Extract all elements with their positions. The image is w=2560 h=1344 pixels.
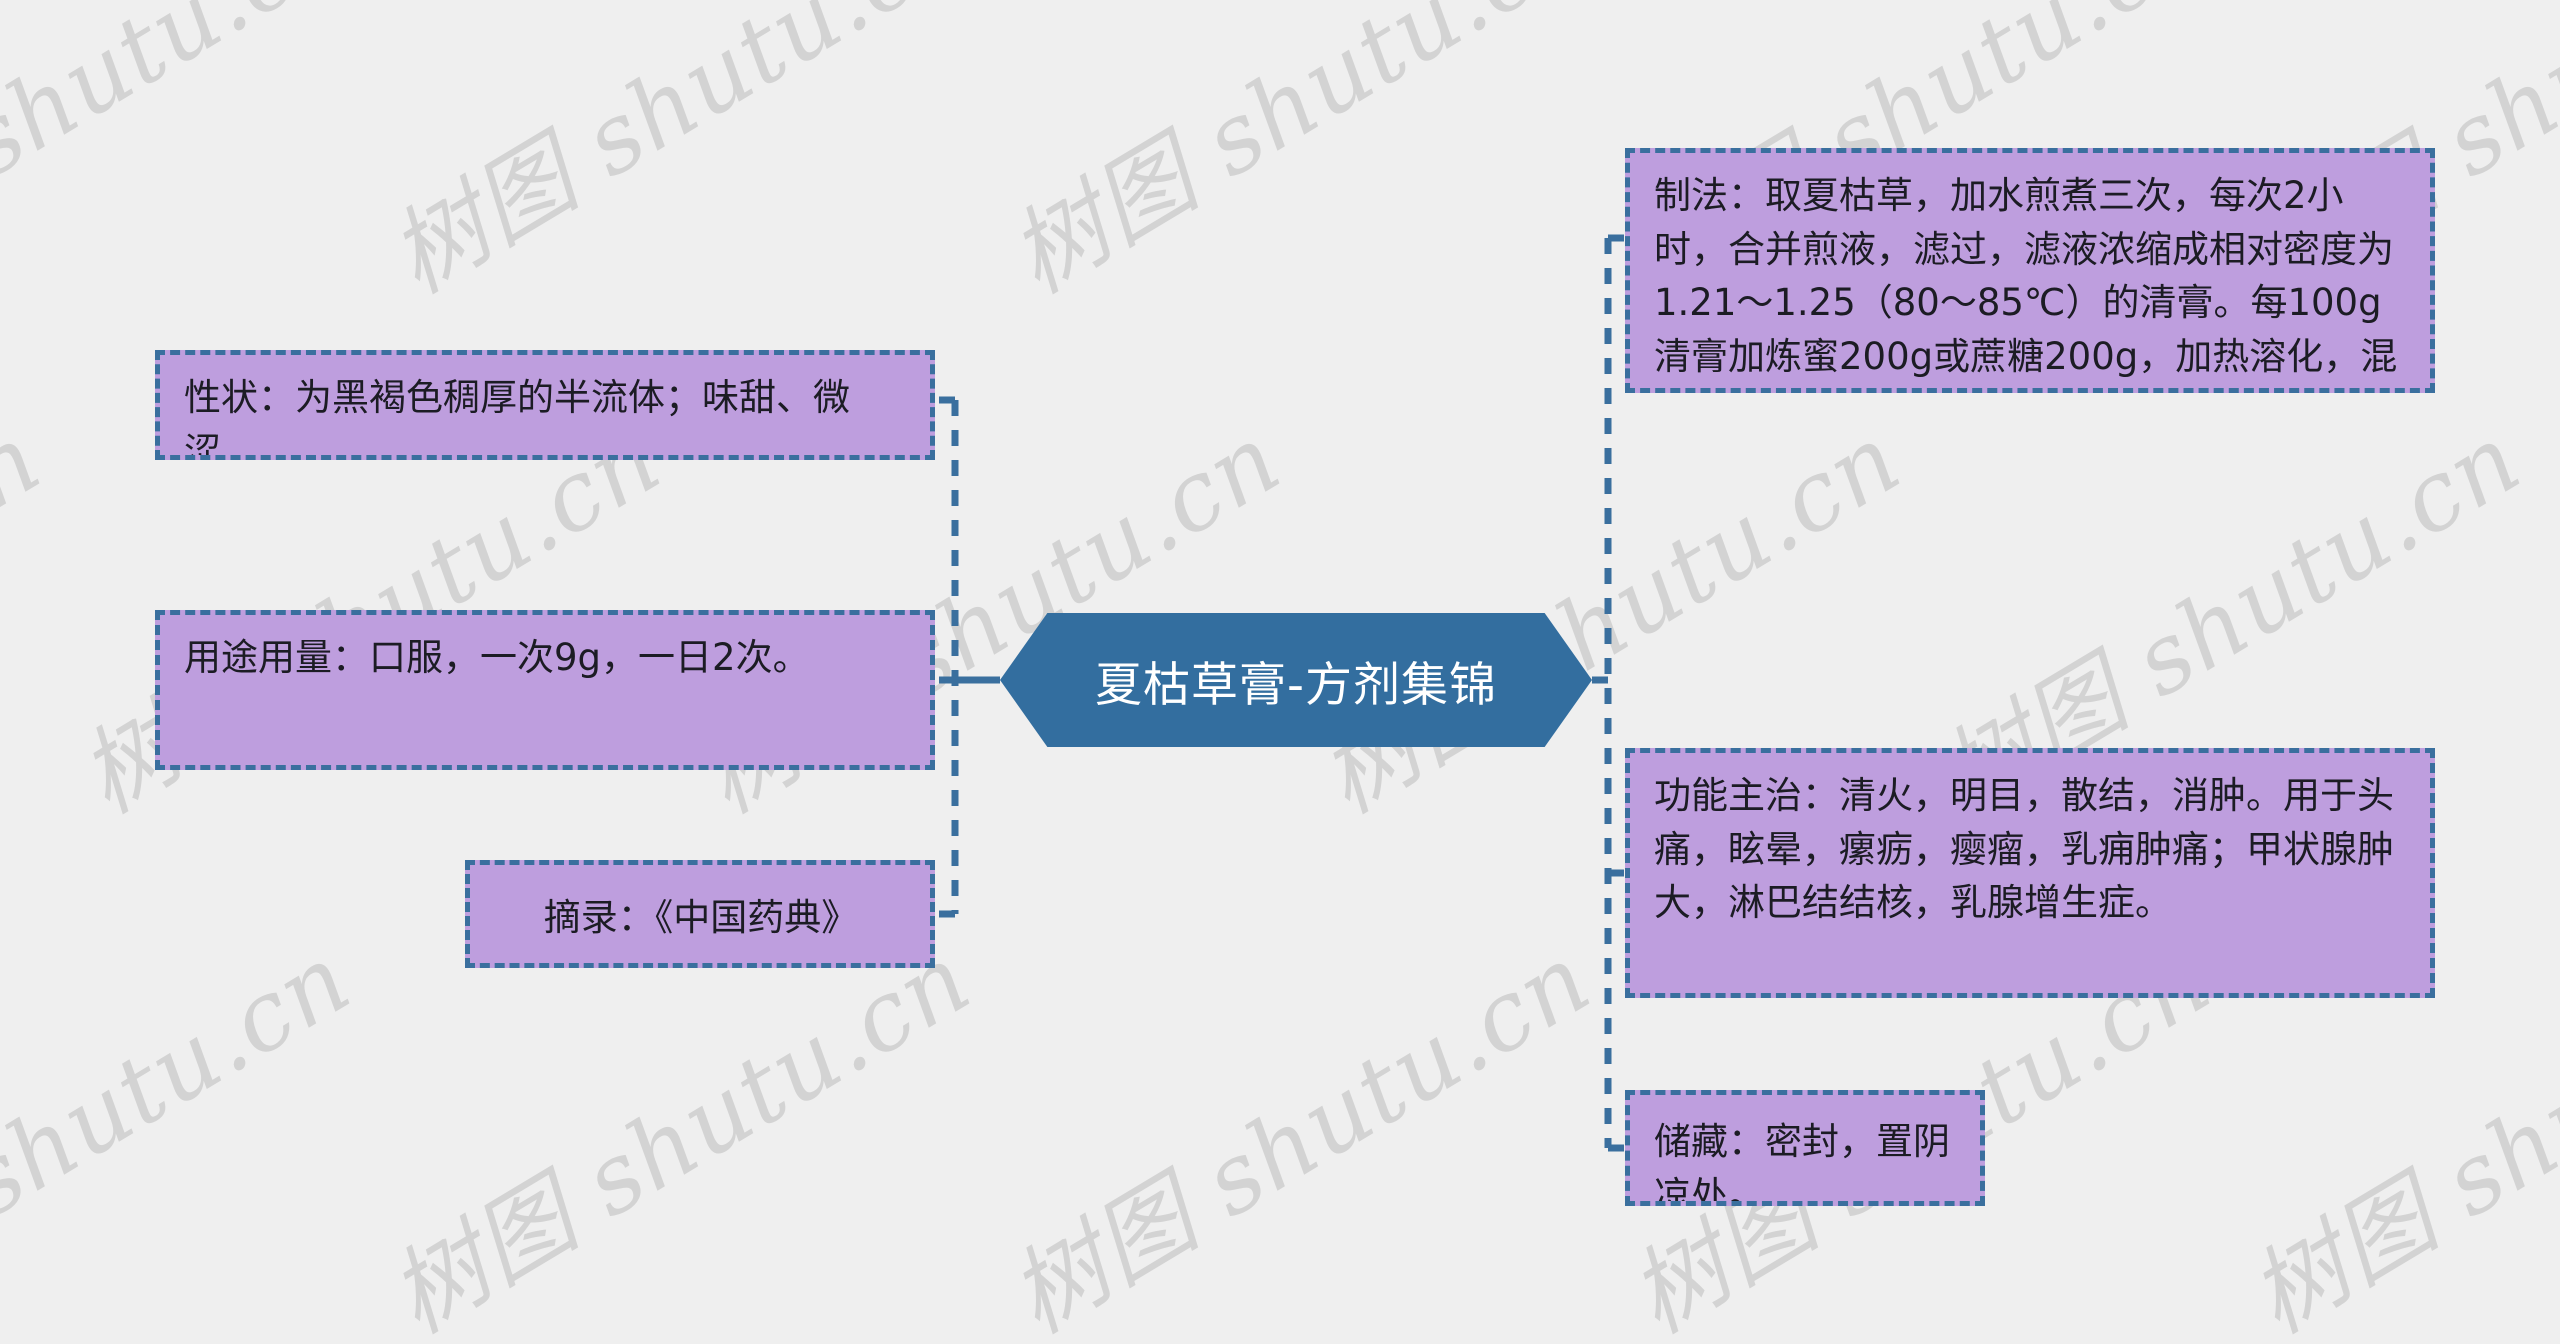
node-zhifa[interactable]: 制法：取夏枯草，加水煎煮三次，每次2小时，合并煎液，滤过，滤液浓缩成相对密度为1… [1625,148,2435,393]
watermark-text: 树图 shutu.cn [371,922,989,1344]
watermark-text: 树图 shutu.cn [991,0,1609,315]
node-yongtu-yongliang[interactable]: 用途用量：口服，一次9g，一日2次。 [155,610,935,770]
watermark-text: 树图 shutu.cn [371,0,989,315]
watermark-text: 树图 shutu.cn [991,922,1609,1344]
center-node[interactable]: 夏枯草膏-方剂集锦 [1000,613,1592,747]
watermark-text: 树图 shutu.cn [0,0,369,315]
watermark-text: 树图 shutu.cn [0,402,59,835]
node-gongneng-zhuzhi[interactable]: 功能主治：清火，明目，散结，消肿。用于头痛，眩晕，瘰疬，瘿瘤，乳痈肿痛；甲状腺肿… [1625,748,2435,998]
node-chucang[interactable]: 储藏：密封，置阴凉处。 [1625,1090,1985,1206]
node-zhailu[interactable]: 摘录：《中国药典》 [465,860,935,968]
hexagon-shape [1000,613,1592,747]
watermark-text: 树图 shutu.cn [0,922,369,1344]
center-node-label: 夏枯草膏-方剂集锦 [1095,657,1497,713]
watermark-text: 树图 shutu.cn [2541,403,2560,835]
node-xingzhuang[interactable]: 性状：为黑褐色稠厚的半流体；味甜、微涩。 [155,350,935,460]
